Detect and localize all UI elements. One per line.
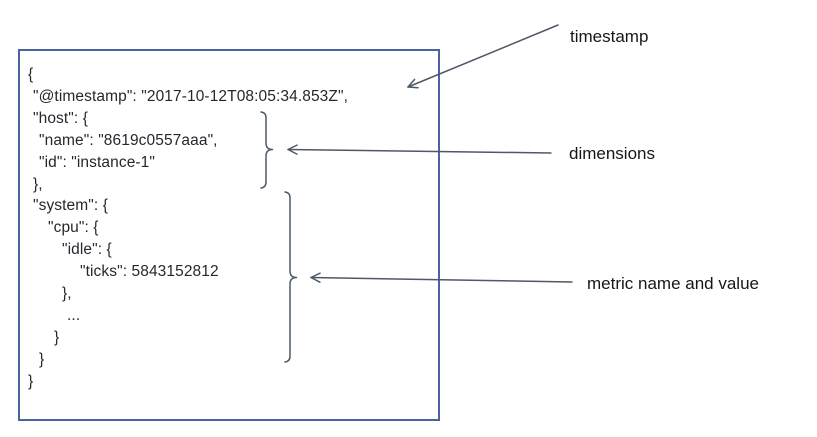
code-line-cpu: "cpu": { xyxy=(48,219,99,237)
code-line-system: "system": { xyxy=(33,197,108,215)
code-line: } xyxy=(54,328,60,346)
json-document-box: { "@timestamp": "2017-10-12T08:05:34.853… xyxy=(18,49,440,421)
code-line-timestamp: "@timestamp": "2017-10-12T08:05:34.853Z"… xyxy=(33,87,348,105)
code-line-host-name: "name": "8619c0557aaa", xyxy=(39,131,218,149)
code-line: } xyxy=(28,372,34,390)
code-line: { xyxy=(28,66,34,83)
dimensions-label: dimensions xyxy=(569,144,655,163)
code-line-ticks: "ticks": 5843152812 xyxy=(80,263,219,281)
metric-name-value-label: metric name and value xyxy=(587,274,759,293)
code-line: }, xyxy=(33,175,43,193)
code-line-host-id: "id": "instance-1" xyxy=(39,153,155,171)
code-line: } xyxy=(39,350,45,368)
code-line-ellipsis: ... xyxy=(67,306,81,324)
timestamp-label: timestamp xyxy=(570,27,649,46)
code-line: }, xyxy=(62,285,72,303)
code-line-host: "host": { xyxy=(33,109,88,127)
code-line-idle: "idle": { xyxy=(62,241,112,259)
